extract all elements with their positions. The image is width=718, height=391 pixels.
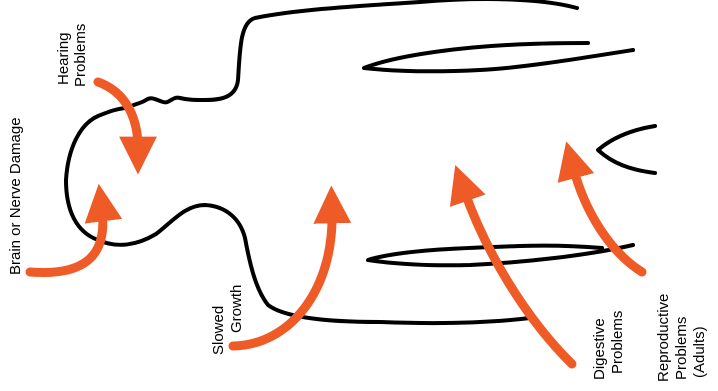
arrow-growth xyxy=(233,212,332,346)
body-outline xyxy=(66,0,655,323)
label-reproductive: Reproductive Problems (Adults) xyxy=(655,294,708,382)
label-hearing-line1: Hearing xyxy=(55,32,72,85)
label-reproductive-line2: Problems xyxy=(673,317,690,380)
label-digestive: Digestive Problems xyxy=(591,311,626,380)
label-hearing: Hearing Problems xyxy=(55,24,89,87)
label-hearing-line2: Problems xyxy=(72,24,89,87)
label-reproductive-line3: (Adults) xyxy=(691,326,708,378)
arrow-digestive xyxy=(464,190,572,364)
label-brain: Brain or Nerve Damage xyxy=(7,117,24,275)
label-digestive-line1: Digestive xyxy=(591,318,608,380)
label-brain-text: Brain or Nerve Damage xyxy=(7,117,24,275)
label-growth-line2: Growth xyxy=(228,285,245,333)
label-reproductive-line1: Reproductive xyxy=(655,294,672,382)
arrow-brain xyxy=(30,210,103,273)
label-digestive-line2: Problems xyxy=(609,311,626,374)
upper-arm xyxy=(364,43,633,71)
label-growth-line1: Slowed xyxy=(210,306,227,355)
leg-contour xyxy=(598,126,655,173)
